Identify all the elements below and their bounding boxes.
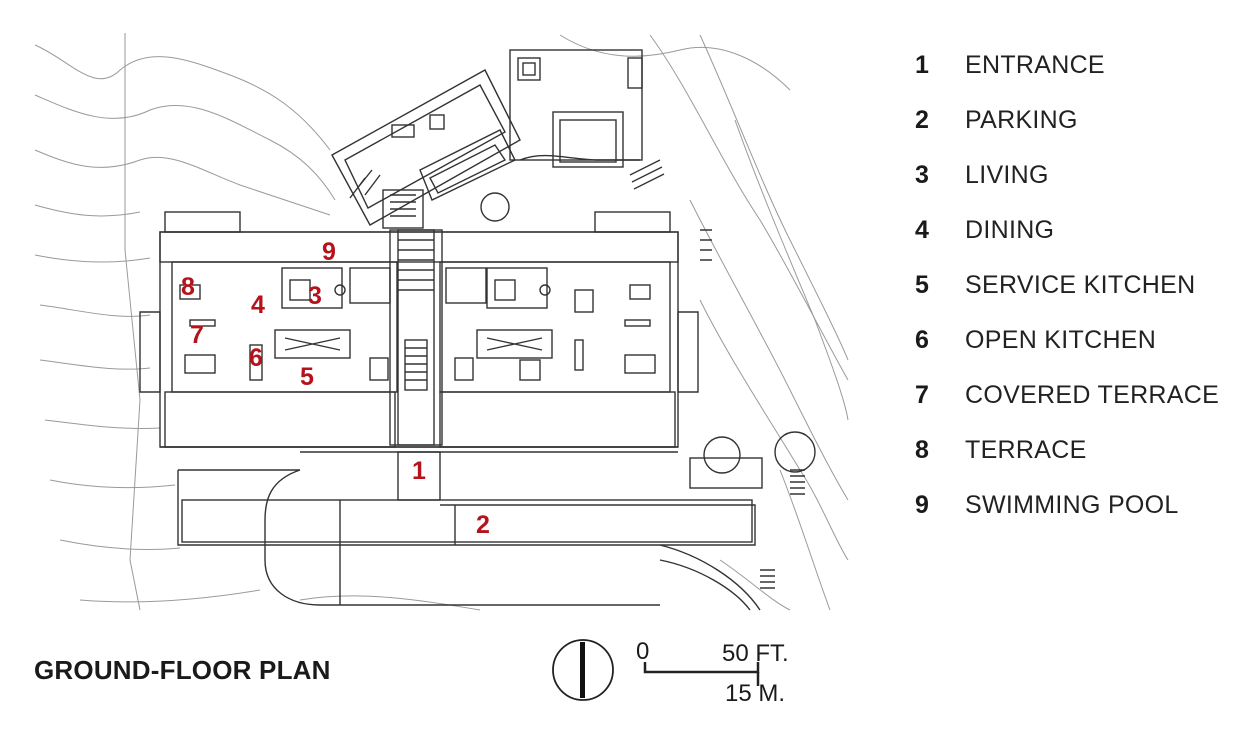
legend-label: TERRACE (965, 436, 1087, 464)
legend-label: PARKING (965, 106, 1078, 134)
legend-number: 6 (915, 326, 929, 354)
main-building (139, 211, 699, 453)
legend-label: DINING (965, 216, 1055, 244)
legend: 1 ENTRANCE 2 PARKING 3 LIVING 4 DINING 5 SERV… (915, 38, 1219, 533)
plan-title: GROUND-FLOOR PLAN (34, 655, 331, 685)
marker-terrace: 8 (181, 273, 195, 301)
legend-label: SWIMMING POOL (965, 491, 1179, 519)
scale-zero-label: 0 (636, 638, 650, 665)
legend-item: 9 SWIMMING POOL (915, 478, 1219, 533)
scale-bar (643, 662, 760, 686)
marker-parking: 2 (476, 511, 490, 539)
marker-swimming-pool: 9 (322, 238, 336, 266)
legend-item: 1 ENTRANCE (915, 38, 1219, 93)
legend-item: 7 COVERED TERRACE (915, 368, 1219, 423)
legend-item: 3 LIVING (915, 148, 1219, 203)
north-compass (552, 639, 614, 701)
legend-number: 1 (915, 51, 929, 79)
legend-number: 8 (915, 436, 929, 464)
legend-number: 7 (915, 381, 929, 409)
marker-entrance: 1 (412, 457, 426, 485)
marker-dining: 4 (251, 291, 265, 319)
marker-service-kitchen: 5 (300, 363, 314, 391)
marker-covered-terrace: 7 (190, 321, 204, 349)
legend-item: 8 TERRACE (915, 423, 1219, 478)
marker-open-kitchen: 6 (249, 344, 263, 372)
topographic-contours (34, 33, 849, 611)
legend-number: 2 (915, 106, 929, 134)
marker-living: 3 (308, 282, 322, 310)
upper-pavilion (331, 49, 643, 229)
scale-feet-label: 50 FT. (722, 640, 789, 667)
legend-item: 5 SERVICE KITCHEN (915, 258, 1219, 313)
legend-item: 2 PARKING (915, 93, 1219, 148)
legend-item: 6 OPEN KITCHEN (915, 313, 1219, 368)
legend-label: OPEN KITCHEN (965, 326, 1157, 354)
legend-number: 4 (915, 216, 929, 244)
entrance-and-parking (177, 159, 816, 611)
legend-number: 5 (915, 271, 929, 299)
legend-label: COVERED TERRACE (965, 381, 1220, 409)
legend-label: ENTRANCE (965, 51, 1105, 79)
legend-label: SERVICE KITCHEN (965, 271, 1196, 299)
legend-number: 3 (915, 161, 929, 189)
legend-item: 4 DINING (915, 203, 1219, 258)
legend-label: LIVING (965, 161, 1049, 189)
scale-meters-label: 15 M. (725, 680, 786, 707)
legend-number: 9 (915, 491, 929, 519)
